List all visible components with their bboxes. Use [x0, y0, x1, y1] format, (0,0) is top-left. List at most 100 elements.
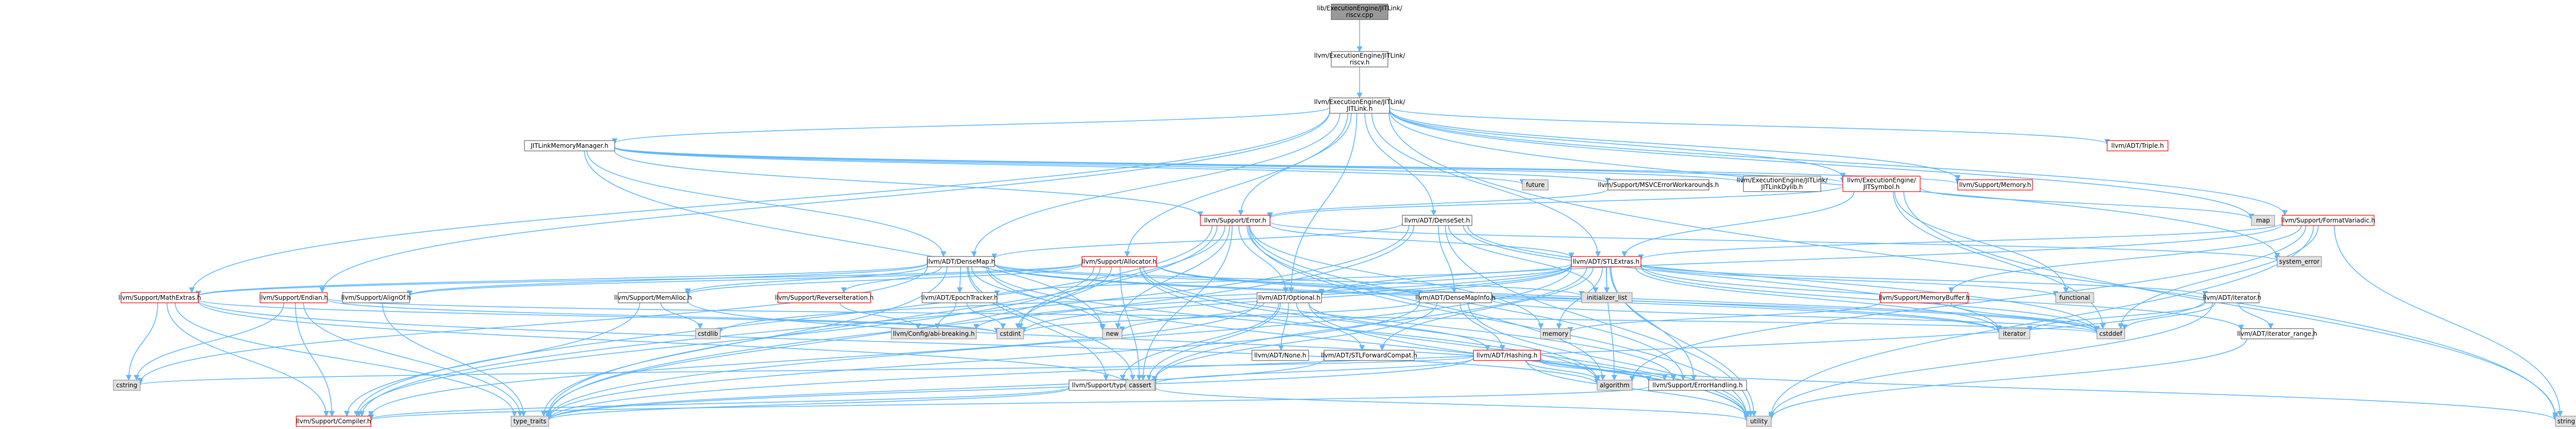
- node-reverseiter[interactable]: llvm/Support/ReverseIteration.h: [775, 292, 874, 303]
- node-hashing[interactable]: llvm/ADT/Hashing.h: [1473, 350, 1541, 361]
- node-label: map: [2256, 217, 2270, 224]
- edge-densemapinfo-to-cassert: [1151, 302, 1437, 382]
- node-riscv-cpp[interactable]: lib/ExecutionEngine/JITLink/riscv.cpp: [1317, 4, 1403, 20]
- edge-formatvariadic-to-stlextras: [1638, 222, 2283, 261]
- node-optional[interactable]: llvm/ADT/Optional.h: [1257, 292, 1322, 303]
- node-label: new: [1106, 330, 1119, 337]
- node-memory-std: memory: [1540, 328, 1571, 339]
- node-jitlinkmm[interactable]: JITLinkMemoryManager.h: [524, 140, 615, 151]
- edge-jitsymbol-to-functional: [1894, 191, 2069, 294]
- edge-memorybuffer-to-cstddef: [1950, 302, 2100, 332]
- edge-jitsymbol-to-map: [1920, 187, 2255, 220]
- edge-allocator-to-cstdint: [1015, 266, 1112, 330]
- node-label: future: [1526, 181, 1545, 188]
- node-iterator-std: iterator: [1998, 328, 2030, 339]
- edge-jitlink_h-to-stlextras: [1371, 113, 1601, 258]
- node-none[interactable]: llvm/ADT/None.h: [1251, 350, 1309, 361]
- node-riscv-h[interactable]: llvm/ExecutionEngine/JITLink/riscv.h: [1314, 51, 1406, 67]
- edge-densemapinfo-to-cstdint: [1021, 300, 1420, 334]
- node-label: string: [2557, 418, 2575, 425]
- node-jitlink-h[interactable]: llvm/ExecutionEngine/JITLink/JITLink.h: [1314, 97, 1406, 114]
- node-denseset[interactable]: llvm/ADT/DenseSet.h: [1402, 215, 1472, 226]
- node-stlextras[interactable]: llvm/ADT/STLExtras.h: [1571, 256, 1641, 267]
- node-label: functional: [2059, 294, 2090, 301]
- node-label: llvm/ADT/None.h: [1254, 352, 1306, 359]
- edge-jitsymbol-to-cstddef: [1893, 191, 2106, 330]
- edge-stlextras-to-functional: [1640, 264, 2059, 297]
- node-densemap[interactable]: llvm/ADT/DenseMap.h: [927, 256, 995, 267]
- edge-denseset-to-densemapinfo: [1438, 225, 1458, 294]
- node-map: map: [2251, 215, 2275, 226]
- edge-densemap-to-iterator_std: [994, 264, 2002, 334]
- edge-formatvariadic-to-memorybuffer: [1948, 225, 2302, 294]
- edge-error_h-to-new_h: [1115, 225, 1230, 330]
- node-iterator-range[interactable]: llvm/ADT/iterator_range.h: [2237, 328, 2317, 339]
- node-epochtracker[interactable]: llvm/ADT/EpochTracker.h: [921, 292, 998, 303]
- node-label: llvm/ADT/EpochTracker.h: [921, 294, 998, 301]
- node-future: future: [1522, 179, 1549, 191]
- node-stlforward[interactable]: llvm/ADT/STLForwardCompat.h: [1321, 350, 1417, 361]
- edge-hashing-to-type_traits: [546, 357, 1474, 421]
- node-label: llvm/Support/MathExtras.h: [118, 294, 201, 301]
- edge-mathextras-to-cstdint: [198, 299, 1000, 334]
- node-jitsymbol[interactable]: llvm/ExecutionEngine/JITSymbol.h: [1842, 176, 1921, 192]
- node-label: llvm/Support/Error.h: [1204, 217, 1266, 224]
- node-label: llvm/Support/Memory.h: [1959, 181, 2031, 188]
- edge-stlextras-to-cstddef: [1640, 266, 2100, 333]
- edge-error_h-to-utility: [1248, 225, 1750, 417]
- edge-stlextras-to-adt_iterator: [1640, 263, 2208, 297]
- edge-jitlink_h-to-system_error: [1389, 110, 2280, 259]
- node-label: initializer_list: [1587, 294, 1628, 301]
- node-label: llvm/ADT/DenseSet.h: [1404, 217, 1470, 224]
- edge-densemap-to-cassert: [968, 266, 1136, 381]
- node-error-h[interactable]: llvm/Support/Error.h: [1200, 215, 1270, 226]
- node-memory-h[interactable]: llvm/Support/Memory.h: [1957, 179, 2033, 191]
- edge-endian-to-type_traits: [303, 302, 523, 417]
- node-label: cstddef: [2099, 330, 2123, 337]
- edge-jitlinkmm-to-densemap: [586, 150, 946, 258]
- node-label: llvm/ADT/Hashing.h: [1477, 352, 1538, 359]
- edge-densemapinfo-to-utility: [1467, 302, 1750, 417]
- edge-stlextras-to-iterator_std: [1635, 266, 2002, 332]
- node-allocator[interactable]: llvm/Support/Allocator.h: [1081, 256, 1157, 267]
- node-label: cstdlib: [698, 330, 718, 337]
- node-endian[interactable]: llvm/Support/Endian.h: [259, 292, 328, 303]
- node-jitlinkdylib[interactable]: llvm/ExecutionEngine/JITLink/JITLinkDyli…: [1737, 176, 1828, 192]
- node-new-h: new: [1102, 328, 1123, 339]
- node-mathextras[interactable]: llvm/Support/MathExtras.h: [118, 292, 201, 303]
- node-msvcerr[interactable]: llvm/Support/MSVCErrorWorkarounds.h: [1598, 179, 1719, 191]
- edge-optional-to-none: [1278, 302, 1289, 351]
- node-string: string: [2555, 416, 2576, 427]
- edge-memalloc-to-cstdlib: [660, 302, 703, 330]
- edge-error_h-to-stlextras: [1269, 224, 1574, 259]
- node-system-error: system_error: [2277, 256, 2322, 267]
- node-label: lib/ExecutionEngine/JITLink/riscv.cpp: [1317, 5, 1402, 19]
- node-label: cstring: [116, 382, 137, 389]
- node-label: llvm/ADT/iterator_range.h: [2237, 330, 2317, 337]
- edge-allocator-to-memalloc: [685, 264, 1082, 296]
- node-adt-iterator[interactable]: llvm/ADT/iterator.h: [2203, 292, 2261, 303]
- edge-allocator-to-errorhandling: [1143, 266, 1676, 381]
- edge-errorhandling-to-compiler: [368, 386, 1649, 421]
- node-errorhandling[interactable]: llvm/Support/ErrorHandling.h: [1648, 380, 1747, 391]
- edge-densemap-to-cstring: [137, 266, 928, 384]
- node-memalloc[interactable]: llvm/Support/MemAlloc.h: [614, 292, 692, 303]
- node-label: algorithm: [1600, 382, 1630, 389]
- edge-densemapinfo-to-hashing: [1460, 302, 1505, 351]
- edge-stlextras-to-utility: [1611, 266, 1757, 417]
- node-memorybuffer[interactable]: llvm/Support/MemoryBuffer.h: [1879, 292, 1970, 303]
- node-triple[interactable]: llvm/ADT/Triple.h: [2107, 140, 2168, 151]
- edge-stlextras-to-errorhandling: [1609, 266, 1697, 381]
- node-alignof[interactable]: llvm/Support/AlignOf.h: [341, 292, 411, 303]
- edge-optional-to-cassert: [1146, 302, 1281, 381]
- node-formatvariadic[interactable]: llvm/Support/FormatVariadic.h: [2281, 215, 2376, 226]
- node-configabi: llvm/Config/abi-breaking.h: [891, 328, 977, 339]
- edge-error_h-to-cstdint: [1018, 225, 1226, 330]
- node-densemapinfo[interactable]: llvm/ADT/DenseMapInfo.h: [1415, 292, 1496, 303]
- node-label: type_traits: [513, 418, 546, 425]
- node-compiler[interactable]: llvm/Support/Compiler.h: [296, 416, 371, 427]
- edge-hashing-to-errorhandling: [1539, 360, 1668, 381]
- edge-error_h-to-system_error: [1269, 221, 2280, 262]
- node-label: iterator: [2003, 330, 2026, 337]
